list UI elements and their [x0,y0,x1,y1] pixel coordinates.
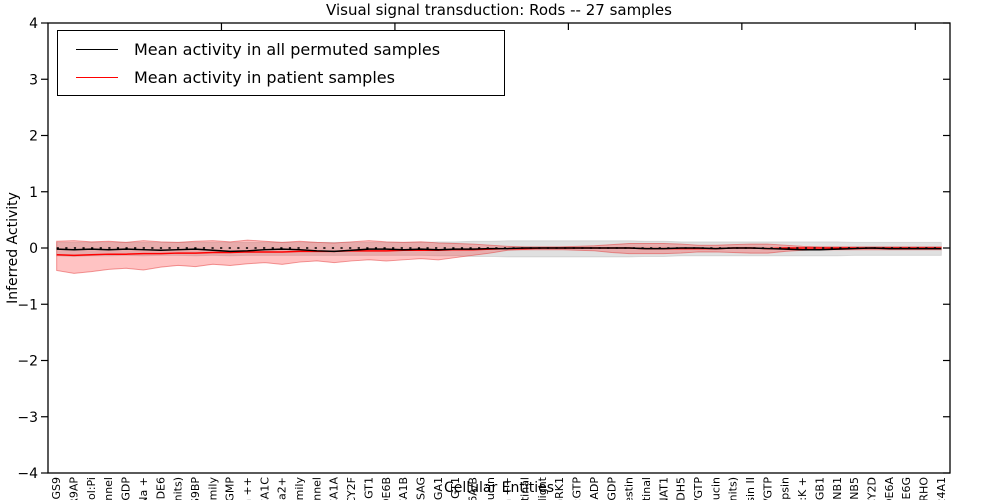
x-category-label: PDE6 [154,477,167,500]
x-category-label: GC2/GCAP Family [206,477,219,500]
x-category-label: mol:Ca2+ [276,477,289,500]
y-tick-label: −4 [17,466,38,482]
x-category-label: RGS9 [50,477,63,500]
legend-entry-permuted: Mean activity in all permuted samples [58,40,504,59]
x-category-label: PDE6G [900,477,913,500]
x-category-label: mol:GMP (4 units) [727,477,740,500]
x-category-label: mol:cGMP [224,477,237,500]
x-category-label: mol:ADP [588,477,601,500]
x-category-label: cGMP/CNG Channel [102,477,115,500]
legend-label-permuted: Mean activity in all permuted samples [134,39,441,59]
x-category-label: Na + (4 Units) [172,477,185,500]
y-tick-label: −3 [17,410,38,426]
y-tick-label: 1 [29,185,38,201]
x-category-label: GNB1 [831,477,844,500]
x-axis-label: Cellular Entities [443,480,555,496]
x-category-label: Metarhodopsin II [744,477,757,500]
x-category-label: RGS9BP [189,477,202,500]
x-category-label: SAG [414,477,427,500]
y-tick-label: 3 [29,72,38,88]
x-category-label: Metarhodopsin II/Arrestin [623,477,636,500]
x-category-label: mol:Ca ++ [501,477,514,500]
legend-line-swatch-permuted [76,48,118,50]
x-category-label: RHO [917,477,930,500]
x-category-label: GNB5 [848,477,861,500]
x-category-label: GNAT1/GDP [120,477,133,500]
x-category-label: CNGA1 [432,477,445,500]
x-category-label: GNAT1 [657,477,670,500]
x-category-label: Metarhodopsin II/Transducin [709,477,722,500]
x-category-label: GNB1/GNGT1 [449,477,462,500]
x-category-label: GC1/GCAP Family [293,477,306,500]
legend-label-patient: Mean activity in patient samples [134,67,395,87]
x-category-label: GCAP Family/Ca ++ [241,477,254,500]
x-category-label: Transducin [484,477,497,500]
x-category-label: GRK1 [553,477,566,500]
x-category-label: mol:11-cis-retinal [640,477,653,500]
x-category-label: mol:GTP [571,477,584,500]
y-tick-label: −1 [17,297,38,313]
y-tick-label: −2 [17,354,38,370]
y-tick-label: 0 [29,241,38,257]
legend-entry-patient: Mean activity in patient samples [58,68,504,87]
x-category-label: mol:Na + [137,477,150,500]
x-category-label: RDH5 [675,477,688,500]
x-category-label: PDE6G/GNAT1/GTP [761,477,774,500]
x-category-label: GUCA1C [258,477,271,500]
x-category-label: PDE6B [380,477,393,500]
x-category-label: CNGB1 [813,477,826,500]
x-category-label: mol:GDP [605,477,618,500]
x-category-label: PDE6A/B [466,477,479,500]
x-category-label: mol:K + [796,477,809,500]
x-category-label: GUCY2D [865,477,878,500]
legend: Mean activity in all permuted samples Me… [57,30,505,96]
y-axis-label: Inferred Activity [5,192,21,304]
chart-title: Visual signal transduction: Rods -- 27 s… [326,1,672,19]
legend-line-swatch-patient [76,76,118,78]
x-category-label: GUCA1B [397,477,410,500]
x-category-label: GNGT1 [362,477,375,500]
x-category-label: mol:Pi [85,477,98,500]
x-category-label: CNG Channel [310,477,323,500]
x-category-label: RGS9-1/Gbeta5/R9AP [68,477,81,500]
x-category-label: GNAT1/GTP [692,477,705,500]
y-tick-label: 2 [29,129,38,145]
x-category-label: Rhodopsin [779,477,792,500]
x-category-label: absorption of light [536,476,549,500]
x-category-label: PDE6A [883,477,896,500]
x-category-label: GUCY2F [345,477,358,500]
x-category-label: GUCA1A [328,477,341,500]
permuted-mean-line [56,247,942,253]
x-category-label: mol:all-trans-retinal [519,477,532,500]
y-tick-label: 4 [29,16,38,32]
x-category-label: SLC24A1 [935,477,948,500]
